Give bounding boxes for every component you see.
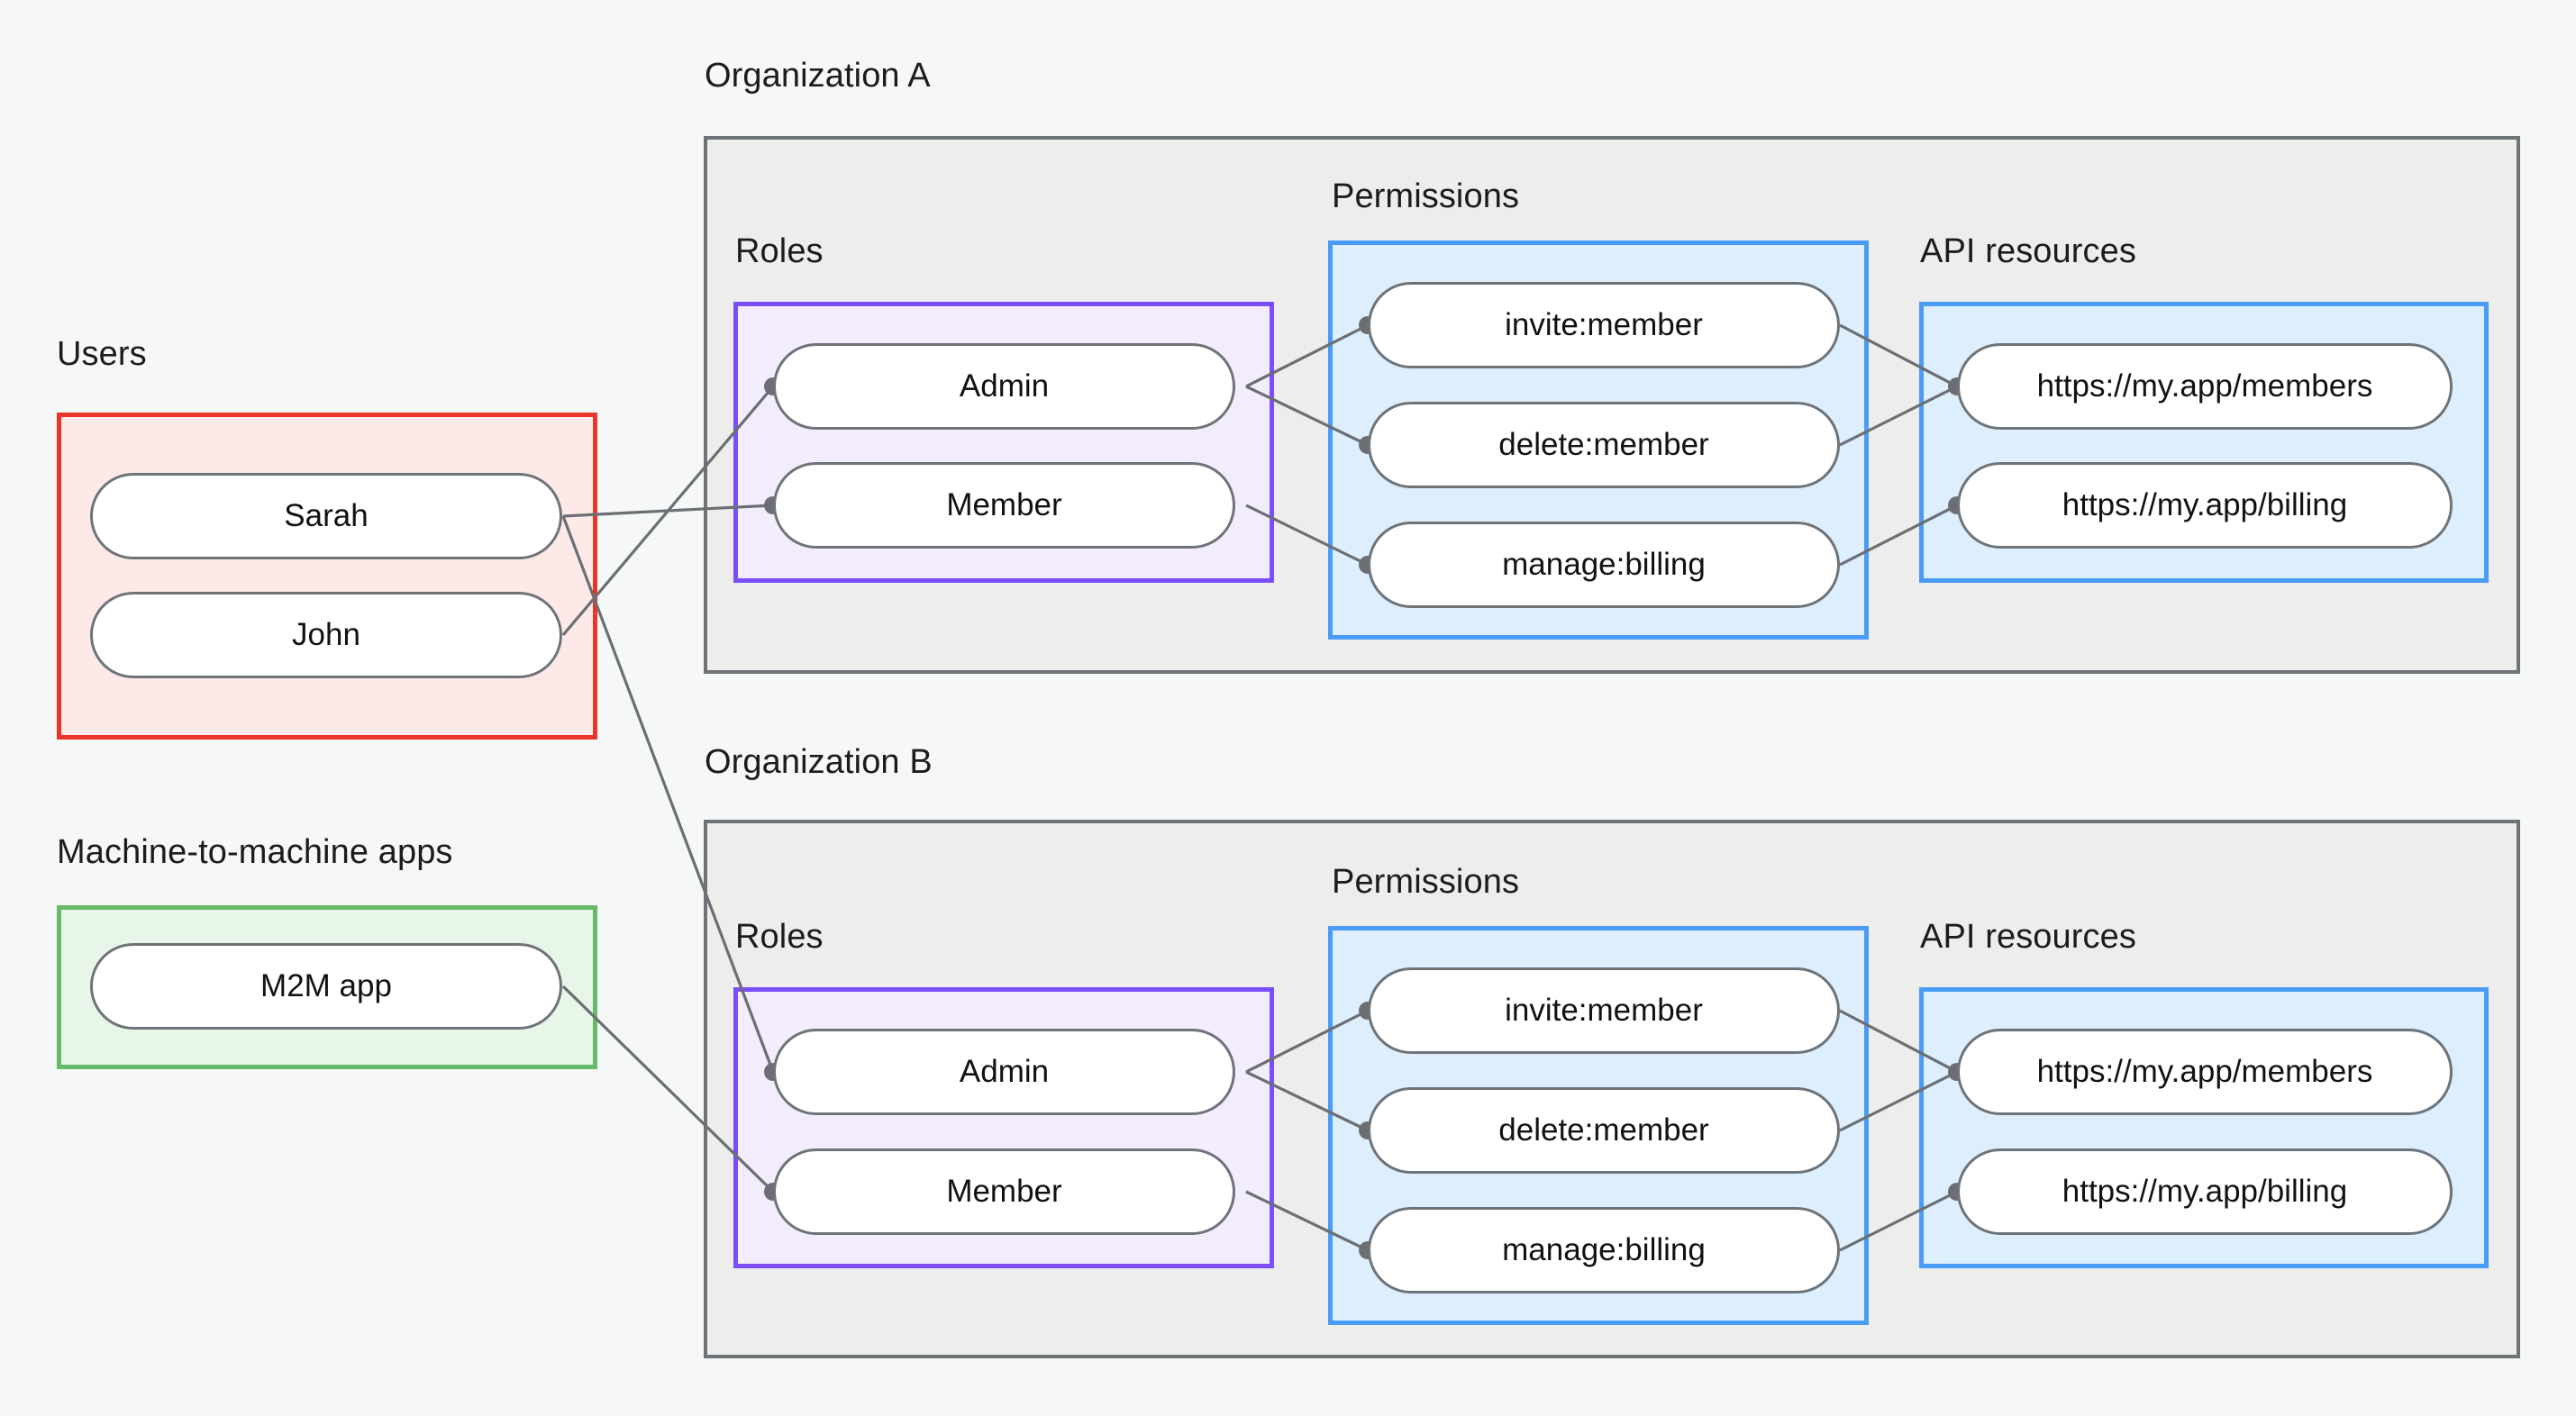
org-a-role-admin[interactable]: Admin [773, 343, 1235, 430]
org-a-permission-invite-member[interactable]: invite:member [1368, 282, 1840, 368]
org-b-permission-delete-member[interactable]: delete:member [1368, 1087, 1840, 1174]
org-a-permission-delete-member[interactable]: delete:member [1368, 402, 1840, 488]
org-a-title: Organization A [705, 57, 931, 95]
m2m-group-label: Machine-to-machine apps [57, 833, 453, 871]
org-a-role-member[interactable]: Member [773, 462, 1235, 549]
user-node-sarah[interactable]: Sarah [90, 473, 562, 559]
org-b-api-resource-members[interactable]: https://my.app/members [1957, 1029, 2453, 1115]
org-b-role-member[interactable]: Member [773, 1148, 1235, 1235]
m2m-node-app[interactable]: M2M app [90, 943, 562, 1030]
org-a-api-resource-billing[interactable]: https://my.app/billing [1957, 462, 2453, 549]
org-b-permission-invite-member[interactable]: invite:member [1368, 967, 1840, 1054]
org-a-permissions-label: Permissions [1332, 177, 1520, 215]
users-group-label: Users [57, 335, 147, 373]
org-a-api-resources-label: API resources [1920, 232, 2136, 270]
org-b-permissions-label: Permissions [1332, 863, 1520, 901]
org-b-roles-label: Roles [735, 918, 824, 956]
org-b-permission-manage-billing[interactable]: manage:billing [1368, 1207, 1840, 1293]
org-b-api-resources-label: API resources [1920, 918, 2136, 956]
org-a-roles-label: Roles [735, 232, 824, 270]
org-b-role-admin[interactable]: Admin [773, 1029, 1235, 1115]
org-a-permission-manage-billing[interactable]: manage:billing [1368, 522, 1840, 608]
org-b-api-resource-billing[interactable]: https://my.app/billing [1957, 1148, 2453, 1235]
users-group [57, 413, 597, 740]
org-b-title: Organization B [705, 743, 933, 781]
user-node-john[interactable]: John [90, 592, 562, 678]
org-a-api-resource-members[interactable]: https://my.app/members [1957, 343, 2453, 430]
